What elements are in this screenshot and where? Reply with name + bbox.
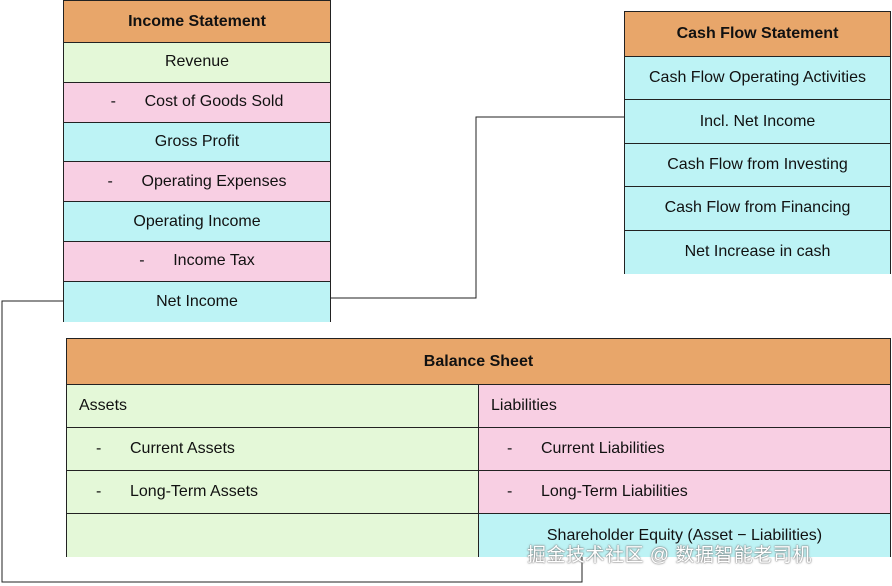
income-statement-row: - Cost of Goods Sold	[64, 82, 330, 123]
income-statement-row-label: Operating Expenses	[141, 172, 287, 190]
current-liabilities-row: - Current Liabilities	[479, 428, 890, 471]
cash-flow-row: Cash Flow Operating Activities	[625, 57, 890, 101]
balance-sheet-title: Balance Sheet	[67, 339, 890, 385]
income-statement-row: - Income Tax	[64, 242, 330, 282]
watermark-text: 掘金技术社区 @ 数据智能老司机	[527, 545, 812, 566]
current-assets-label: Current Assets	[130, 440, 235, 457]
minus-sign: -	[96, 483, 102, 500]
long-term-assets-row: - Long-Term Assets	[67, 471, 479, 514]
long-term-assets-label: Long-Term Assets	[130, 483, 259, 500]
income-statement-row: Gross Profit	[64, 122, 330, 163]
cash-flow-row: Cash Flow from Investing	[625, 143, 890, 188]
long-term-liabilities-row: - Long-Term Liabilities	[479, 471, 890, 514]
cash-flow-statement-table: Cash Flow Statement Cash Flow Operating …	[624, 11, 891, 274]
minus-sign: -	[139, 252, 145, 270]
income-statement-row: Operating Income	[64, 202, 330, 242]
cash-flow-row: Net Increase in cash	[625, 230, 890, 274]
current-liabilities-label: Current Liabilities	[541, 440, 665, 457]
income-statement-row-label: Cost of Goods Sold	[144, 93, 284, 111]
balance-sheet-table: Balance Sheet Assets - Current Assets - …	[66, 338, 891, 557]
current-assets-row: - Current Assets	[67, 428, 479, 471]
assets-heading: Assets	[67, 385, 479, 428]
net-income-to-balance-sheet-connector	[1, 300, 583, 583]
cash-flow-statement-title: Cash Flow Statement	[625, 12, 890, 57]
net-income-to-cash-flow-connector	[330, 116, 625, 299]
cash-flow-row: Cash Flow from Financing	[625, 187, 890, 231]
income-statement-row: Net Income	[64, 281, 330, 322]
minus-sign: -	[507, 440, 513, 457]
income-statement-row: - Operating Expenses	[64, 162, 330, 203]
minus-sign: -	[107, 172, 113, 190]
minus-sign: -	[507, 483, 513, 500]
income-statement-row-label: Income Tax	[173, 252, 255, 270]
minus-sign: -	[110, 93, 116, 111]
liabilities-label: Liabilities	[491, 397, 557, 414]
income-statement-title: Income Statement	[64, 1, 330, 43]
income-statement-row-label: Revenue	[164, 53, 230, 71]
shareholder-equity-label: Shareholder Equity (Asset − Liabilities)	[546, 526, 823, 544]
income-statement-row-label: Gross Profit	[154, 132, 240, 150]
liabilities-heading: Liabilities	[479, 385, 890, 428]
income-statement-row-label: Net Income	[156, 292, 238, 310]
income-statement-row: Revenue	[64, 43, 330, 83]
shareholder-equity-row: Shareholder Equity (Asset − Liabilities)	[479, 514, 890, 557]
minus-sign: -	[96, 440, 102, 457]
income-statement-row-label: Operating Income	[133, 212, 261, 230]
long-term-liabilities-label: Long-Term Liabilities	[541, 483, 688, 500]
income-statement-table: Income Statement Revenue - Cost of Goods S…	[63, 0, 331, 322]
cash-flow-row: Incl. Net Income	[625, 100, 890, 144]
assets-label: Assets	[79, 397, 128, 414]
assets-empty-cell	[67, 514, 479, 557]
